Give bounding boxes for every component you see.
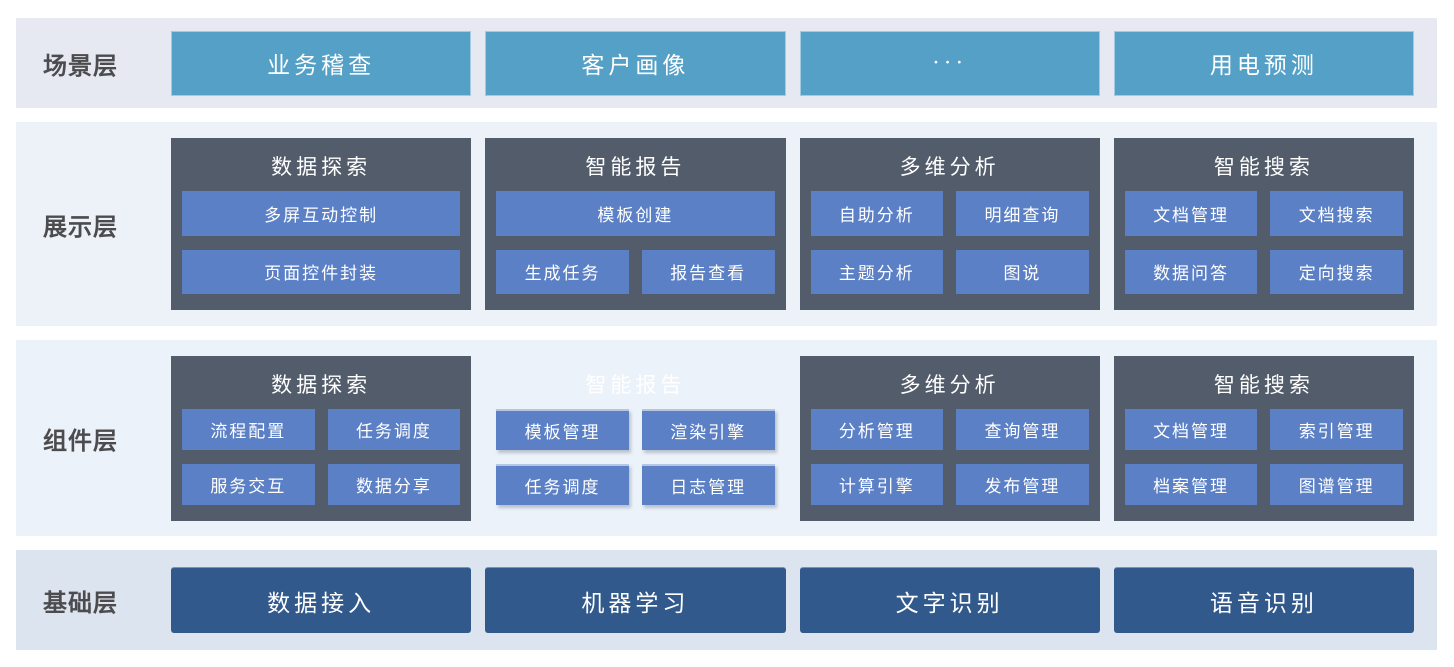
scenario-box: 用电预测 xyxy=(1113,30,1414,96)
module-box: 多屏互动控制 xyxy=(182,191,461,236)
module-group-row: 模板创建 xyxy=(496,191,775,236)
module-group-rows: 多屏互动控制页面控件封装 xyxy=(182,191,461,294)
module-group-row: 自助分析明细查询 xyxy=(810,191,1089,236)
scenario-box: 业务稽查 xyxy=(171,30,472,96)
module-box: 查询管理 xyxy=(956,408,1089,450)
layer-band-scenario: 场景层 业务稽查客户画像···用电预测 xyxy=(16,18,1437,108)
module-group-rows: 自助分析明细查询主题分析图说 xyxy=(810,191,1089,294)
module-group-title: 智能报告 xyxy=(585,155,686,179)
module-box: 模板管理 xyxy=(496,408,629,450)
module-group-row: 任务调度日志管理 xyxy=(496,463,775,505)
module-box: 渲染引擎 xyxy=(641,408,775,450)
module-group-row: 模板管理渲染引擎 xyxy=(496,408,775,450)
module-box: 数据分享 xyxy=(327,463,461,505)
module-box: 文档管理 xyxy=(1124,191,1258,236)
module-group: 多维分析自助分析明细查询主题分析图说 xyxy=(799,138,1100,310)
module-group-row: 档案管理图谱管理 xyxy=(1124,463,1403,505)
layer-band-component: 组件层数据探索流程配置任务调度服务交互数据分享智能报告模板管理渲染引擎任务调度日… xyxy=(16,340,1437,536)
module-group-rows: 分析管理查询管理计算引擎发布管理 xyxy=(810,408,1089,505)
layer-content-presentation: 数据探索多屏互动控制页面控件封装智能报告模板创建生成任务报告查看多维分析自助分析… xyxy=(171,138,1414,310)
module-group-row: 数据问答定向搜索 xyxy=(1124,249,1403,294)
module-group-row: 文档管理文档搜索 xyxy=(1124,191,1403,236)
module-group: 数据探索流程配置任务调度服务交互数据分享 xyxy=(171,355,472,521)
layer-label-foundation: 基础层 xyxy=(43,589,118,617)
foundation-box: 语音识别 xyxy=(1113,567,1414,633)
module-group-row: 流程配置任务调度 xyxy=(182,408,461,450)
module-group-row: 页面控件封装 xyxy=(182,249,461,294)
module-group: 多维分析分析管理查询管理计算引擎发布管理 xyxy=(799,355,1100,521)
module-group-title: 数据探索 xyxy=(271,155,372,179)
module-group: 智能搜索文档管理索引管理档案管理图谱管理 xyxy=(1113,355,1414,521)
layer-band-presentation: 展示层数据探索多屏互动控制页面控件封装智能报告模板创建生成任务报告查看多维分析自… xyxy=(16,122,1437,326)
scenario-box: ··· xyxy=(799,30,1100,96)
module-box: 服务交互 xyxy=(182,463,315,505)
module-box: 计算引擎 xyxy=(810,463,944,505)
module-group: 智能报告模板管理渲染引擎任务调度日志管理 xyxy=(485,356,785,521)
module-group-row: 多屏互动控制 xyxy=(182,191,461,236)
foundation-box: 数据接入 xyxy=(171,567,472,633)
module-group: 数据探索多屏互动控制页面控件封装 xyxy=(171,138,472,310)
module-box: 分析管理 xyxy=(810,408,944,450)
module-box: 发布管理 xyxy=(956,463,1089,505)
module-group-row: 计算引擎发布管理 xyxy=(810,463,1089,505)
layer-content-component: 数据探索流程配置任务调度服务交互数据分享智能报告模板管理渲染引擎任务调度日志管理… xyxy=(171,355,1414,521)
module-group-rows: 模板管理渲染引擎任务调度日志管理 xyxy=(496,408,775,505)
module-group-title: 多维分析 xyxy=(899,372,1000,397)
module-group-row: 文档管理索引管理 xyxy=(1124,408,1403,450)
module-group-title: 多维分析 xyxy=(899,155,1000,179)
module-group: 智能报告模板创建生成任务报告查看 xyxy=(485,138,786,310)
layer-label-component: 组件层 xyxy=(43,427,118,455)
module-box: 主题分析 xyxy=(810,249,944,294)
module-box: 页面控件封装 xyxy=(182,249,461,294)
module-box: 生成任务 xyxy=(496,249,629,294)
layer-label-presentation: 展示层 xyxy=(43,213,118,241)
module-group-row: 分析管理查询管理 xyxy=(810,408,1089,450)
module-group-title: 智能报告 xyxy=(585,372,686,397)
module-box: 报告查看 xyxy=(641,249,775,294)
layer-band-foundation: 基础层 数据接入机器学习文字识别语音识别 xyxy=(16,550,1437,650)
module-box: 日志管理 xyxy=(641,463,775,505)
module-box: 数据问答 xyxy=(1124,249,1258,294)
module-group-row: 主题分析图说 xyxy=(810,249,1089,294)
foundation-box: 机器学习 xyxy=(485,567,786,633)
module-group-rows: 流程配置任务调度服务交互数据分享 xyxy=(182,408,461,505)
module-box: 定向搜索 xyxy=(1270,249,1403,294)
layer-content-scenario: 业务稽查客户画像···用电预测 xyxy=(171,30,1414,96)
module-box: 明细查询 xyxy=(956,191,1089,236)
module-box: 模板创建 xyxy=(496,191,775,236)
module-box: 任务调度 xyxy=(496,463,629,505)
module-group-rows: 模板创建生成任务报告查看 xyxy=(496,191,775,294)
module-box: 任务调度 xyxy=(327,408,461,450)
module-box: 图谱管理 xyxy=(1270,463,1403,505)
layer-content-foundation: 数据接入机器学习文字识别语音识别 xyxy=(171,567,1414,633)
module-box: 图说 xyxy=(956,249,1089,294)
module-box: 流程配置 xyxy=(182,408,315,450)
module-box: 文档管理 xyxy=(1124,408,1258,450)
module-box: 自助分析 xyxy=(810,191,944,236)
module-group-rows: 文档管理索引管理档案管理图谱管理 xyxy=(1124,408,1403,505)
module-group-title: 智能搜索 xyxy=(1213,372,1314,397)
module-box: 档案管理 xyxy=(1124,463,1258,505)
module-group-row: 生成任务报告查看 xyxy=(496,249,775,294)
module-box: 索引管理 xyxy=(1270,408,1403,450)
module-box: 文档搜索 xyxy=(1270,191,1403,236)
module-group-row: 服务交互数据分享 xyxy=(182,463,461,505)
layer-label-scenario: 场景层 xyxy=(43,52,118,80)
scenario-box: 客户画像 xyxy=(485,30,786,96)
foundation-box: 文字识别 xyxy=(799,567,1100,633)
module-group-title: 数据探索 xyxy=(271,372,372,397)
module-group-rows: 文档管理文档搜索数据问答定向搜索 xyxy=(1124,191,1403,294)
module-group-title: 智能搜索 xyxy=(1213,155,1314,179)
module-group: 智能搜索文档管理文档搜索数据问答定向搜索 xyxy=(1113,138,1414,310)
